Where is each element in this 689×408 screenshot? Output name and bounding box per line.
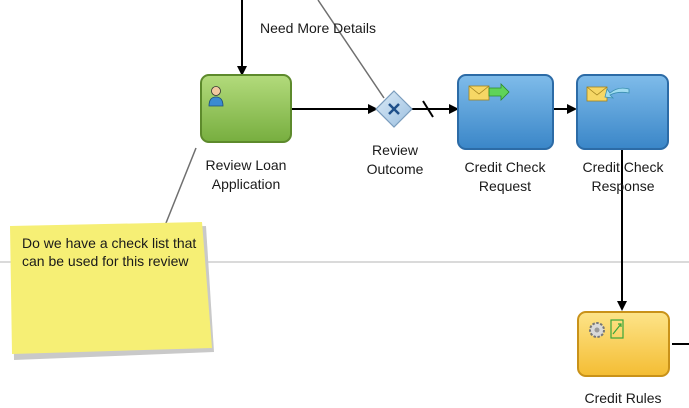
gear-rules-icon	[589, 319, 624, 339]
review-outcome-gateway[interactable]	[375, 90, 413, 128]
gateway-label-line1: Review	[372, 142, 418, 158]
review-loan-label-line2: Application	[211, 176, 281, 192]
review-loan-label-line1: Review Loan	[205, 157, 287, 173]
note-association[interactable]	[163, 147, 197, 229]
credit-check-request-task[interactable]	[457, 74, 554, 150]
need-more-details-label: Need More Details	[260, 20, 376, 36]
gateway-label-line2: Outcome	[366, 161, 424, 177]
default-flow-slash	[422, 100, 434, 118]
exclusive-x-icon	[388, 103, 400, 115]
credit-check-response-label-line2: Response	[591, 178, 655, 194]
credit-check-request-label-line2: Request	[478, 178, 532, 194]
user-icon	[208, 86, 224, 107]
send-message-icon	[468, 83, 510, 101]
sticky-note[interactable]	[10, 222, 214, 360]
receive-message-icon	[586, 86, 630, 102]
credit-rules-label: Credit Rules	[584, 390, 662, 406]
credit-rules-task[interactable]	[577, 311, 670, 377]
credit-check-response-task[interactable]	[576, 74, 669, 150]
note-text: Do we have a check list that can be used…	[22, 235, 197, 269]
credit-check-response-label-line1: Credit Check	[582, 159, 664, 175]
need-more-details-flow[interactable]	[317, 0, 385, 99]
credit-check-request-label-line1: Credit Check	[464, 159, 546, 175]
review-loan-task[interactable]	[200, 74, 292, 143]
